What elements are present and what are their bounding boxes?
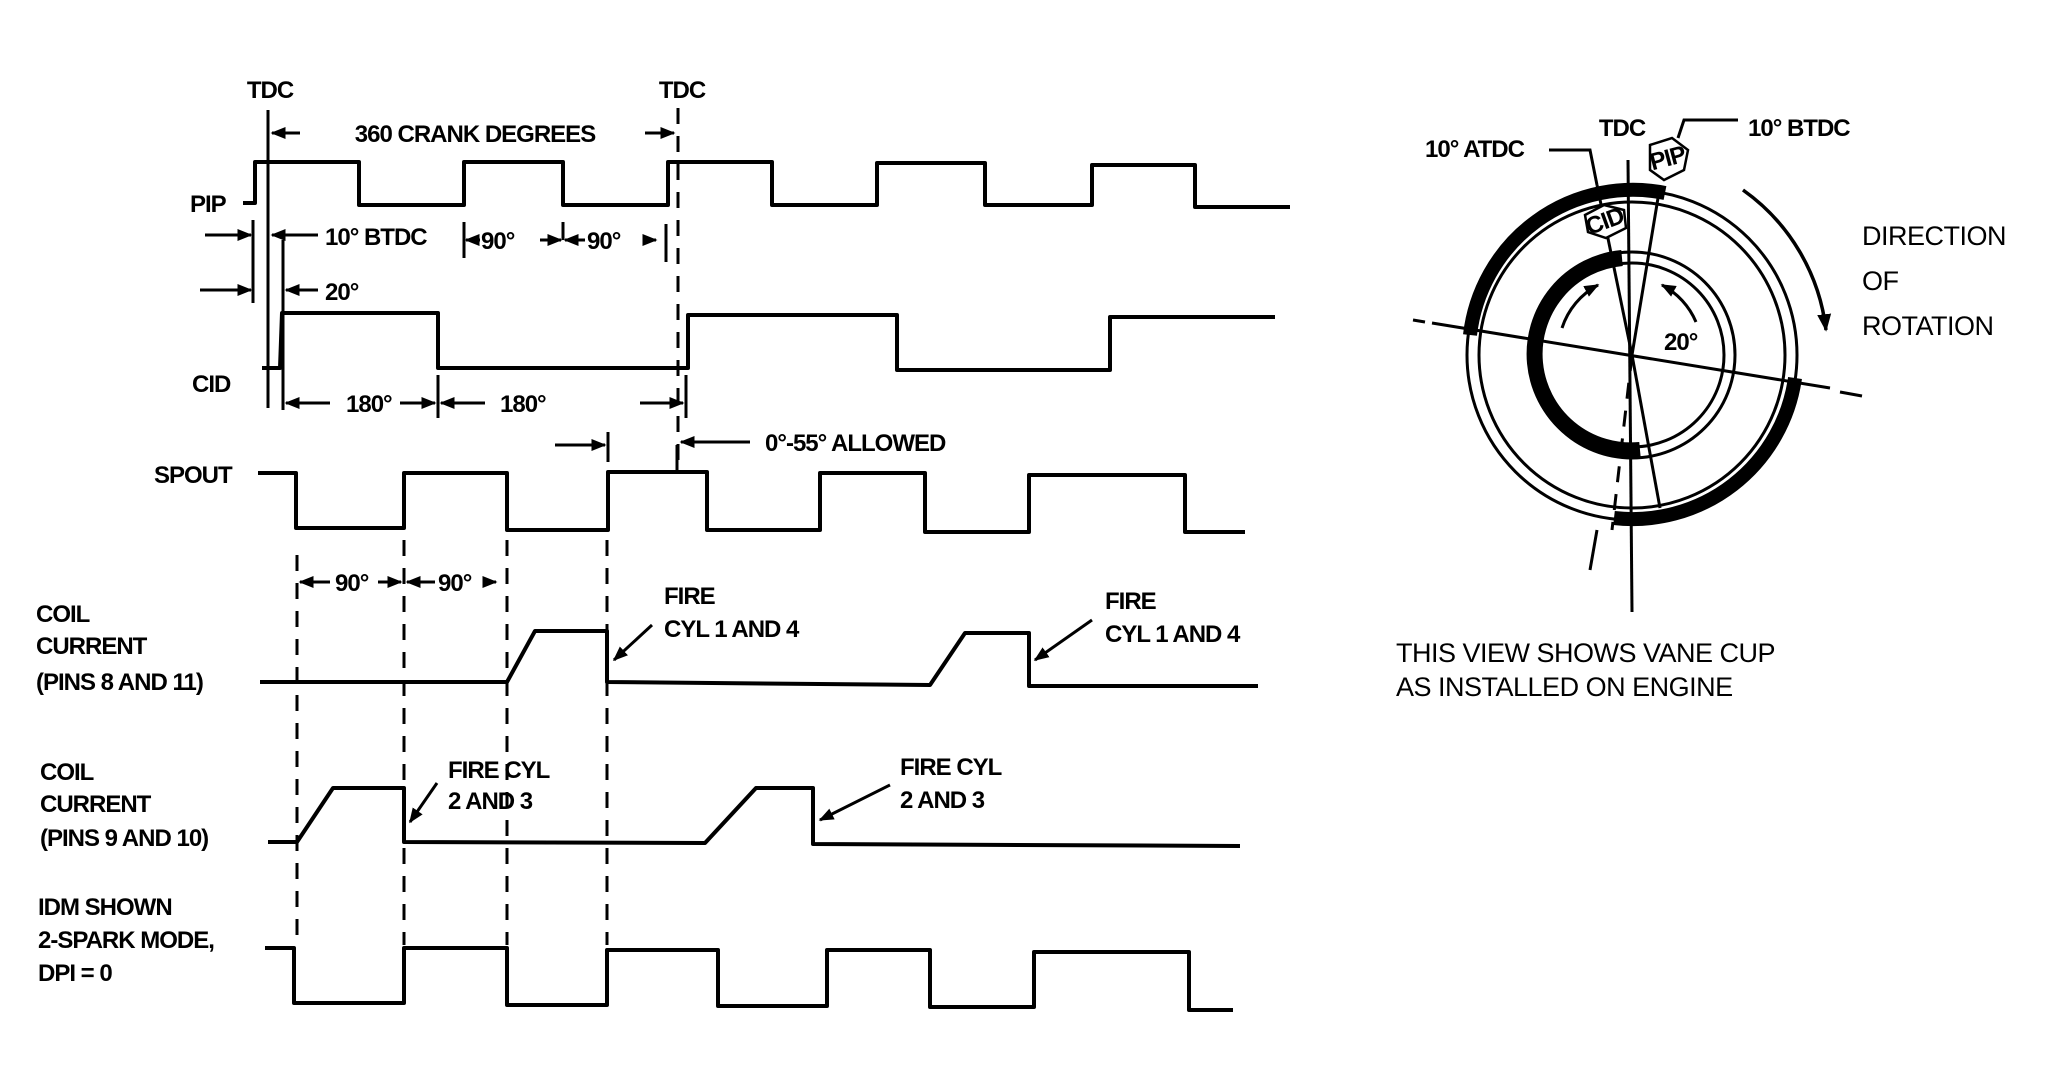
coil2-label-line2: CURRENT xyxy=(40,791,152,818)
vane-caption-line1: THIS VIEW SHOWS VANE CUP xyxy=(1396,638,1775,668)
pip-waveform xyxy=(243,160,1290,209)
spout-waveform xyxy=(258,470,1245,534)
vane-angle-label: 20° xyxy=(1664,329,1698,356)
angle-arrow-left xyxy=(1560,283,1600,329)
fire-2-3-a-line1: FIRE CYL xyxy=(448,757,550,784)
cid-waveform xyxy=(262,311,1275,372)
spout-label: SPOUT xyxy=(154,462,233,489)
coil-90b-label: 90° xyxy=(438,570,472,597)
coil2-waveform xyxy=(268,786,1241,848)
vane-caption-line2: AS INSTALLED ON ENGINE xyxy=(1396,672,1733,702)
pip-offset-label: 10° BTDC xyxy=(325,224,427,251)
pip-badge: PIP xyxy=(1647,136,1690,182)
spout-allowed-label: 0°-55° ALLOWED xyxy=(765,430,946,457)
rotation-label-line1: DIRECTION xyxy=(1862,221,2006,251)
fire-2-3-a-line2: 2 AND 3 xyxy=(448,788,533,815)
vane-lower-tick xyxy=(1588,529,1599,571)
coil-90a-label: 90° xyxy=(335,570,369,597)
fire-1-4-b-line1: FIRE xyxy=(1105,588,1157,615)
coil1-label-line3: (PINS 8 AND 11) xyxy=(36,669,203,696)
cid-180a-label: 180° xyxy=(346,391,392,418)
vane-inner-thick xyxy=(1526,250,1641,459)
coil2-label-line1: COIL xyxy=(40,759,94,786)
fire-2-3-b-line1: FIRE CYL xyxy=(900,754,1002,781)
tdc-label-right: TDC xyxy=(659,77,706,104)
rotation-label-line2: OF xyxy=(1862,266,1899,296)
rotation-label-line3: ROTATION xyxy=(1862,311,1994,341)
angle-arrow-right xyxy=(1660,283,1698,323)
tdc-label-left: TDC xyxy=(247,77,294,104)
vane-cup-view: 20° 10° ATDC TDC 10° BTDC PIP CID DIRECT… xyxy=(1396,115,2007,702)
fire-2-3-a-arrow xyxy=(408,782,439,824)
vane-btdc-line xyxy=(1630,185,1662,356)
coil1-label-line2: CURRENT xyxy=(36,633,148,660)
vane-axis-dash-right xyxy=(1839,390,1863,398)
coil1-waveform xyxy=(260,629,1258,688)
fire-1-4-a-line1: FIRE xyxy=(664,583,716,610)
coil2-label-line3: (PINS 9 AND 10) xyxy=(40,825,208,852)
vane-outer-thick-lower xyxy=(1613,377,1802,527)
vane-btdc-line-lower xyxy=(1630,354,1662,509)
pip-90b-label: 90° xyxy=(587,228,621,255)
idm-label-line3: DPI = 0 xyxy=(38,960,112,987)
vane-tdc-label: TDC xyxy=(1599,115,1646,142)
idm-label-line1: IDM SHOWN xyxy=(38,894,172,921)
fire-2-3-b-line2: 2 AND 3 xyxy=(900,787,985,814)
coil1-label-line1: COIL xyxy=(36,601,90,628)
pip-90a-label: 90° xyxy=(481,228,515,255)
vane-btdc-leader xyxy=(1676,118,1738,139)
vane-atdc-label: 10° ATDC xyxy=(1425,136,1525,163)
idm-label-line2: 2-SPARK MODE, xyxy=(38,927,214,954)
fire-1-4-a-arrow xyxy=(612,623,654,662)
crank-span-label: 360 CRANK DEGREES xyxy=(355,121,596,148)
vane-atdc-line-lower xyxy=(1610,354,1634,531)
fire-1-4-b-line2: CYL 1 AND 4 xyxy=(1105,621,1241,648)
vane-atdc-leader xyxy=(1549,148,1599,186)
fire-1-4-a-line2: CYL 1 AND 4 xyxy=(664,616,800,643)
vane-axis-dash-left xyxy=(1412,318,1426,324)
fire-2-3-b-arrow xyxy=(818,783,891,822)
cid-badge: CID xyxy=(1582,202,1628,241)
vane-btdc-label: 10° BTDC xyxy=(1748,115,1850,142)
cid-180b-label: 180° xyxy=(500,391,546,418)
idm-waveform xyxy=(265,946,1233,1012)
vane-tdc-axis xyxy=(1626,159,1634,613)
cid-label: CID xyxy=(192,371,231,398)
fire-1-4-b-arrow xyxy=(1033,618,1093,662)
cid-offset-label: 20° xyxy=(325,279,359,306)
pip-label: PIP xyxy=(190,191,227,218)
rotation-direction-arrow xyxy=(1741,188,1832,332)
